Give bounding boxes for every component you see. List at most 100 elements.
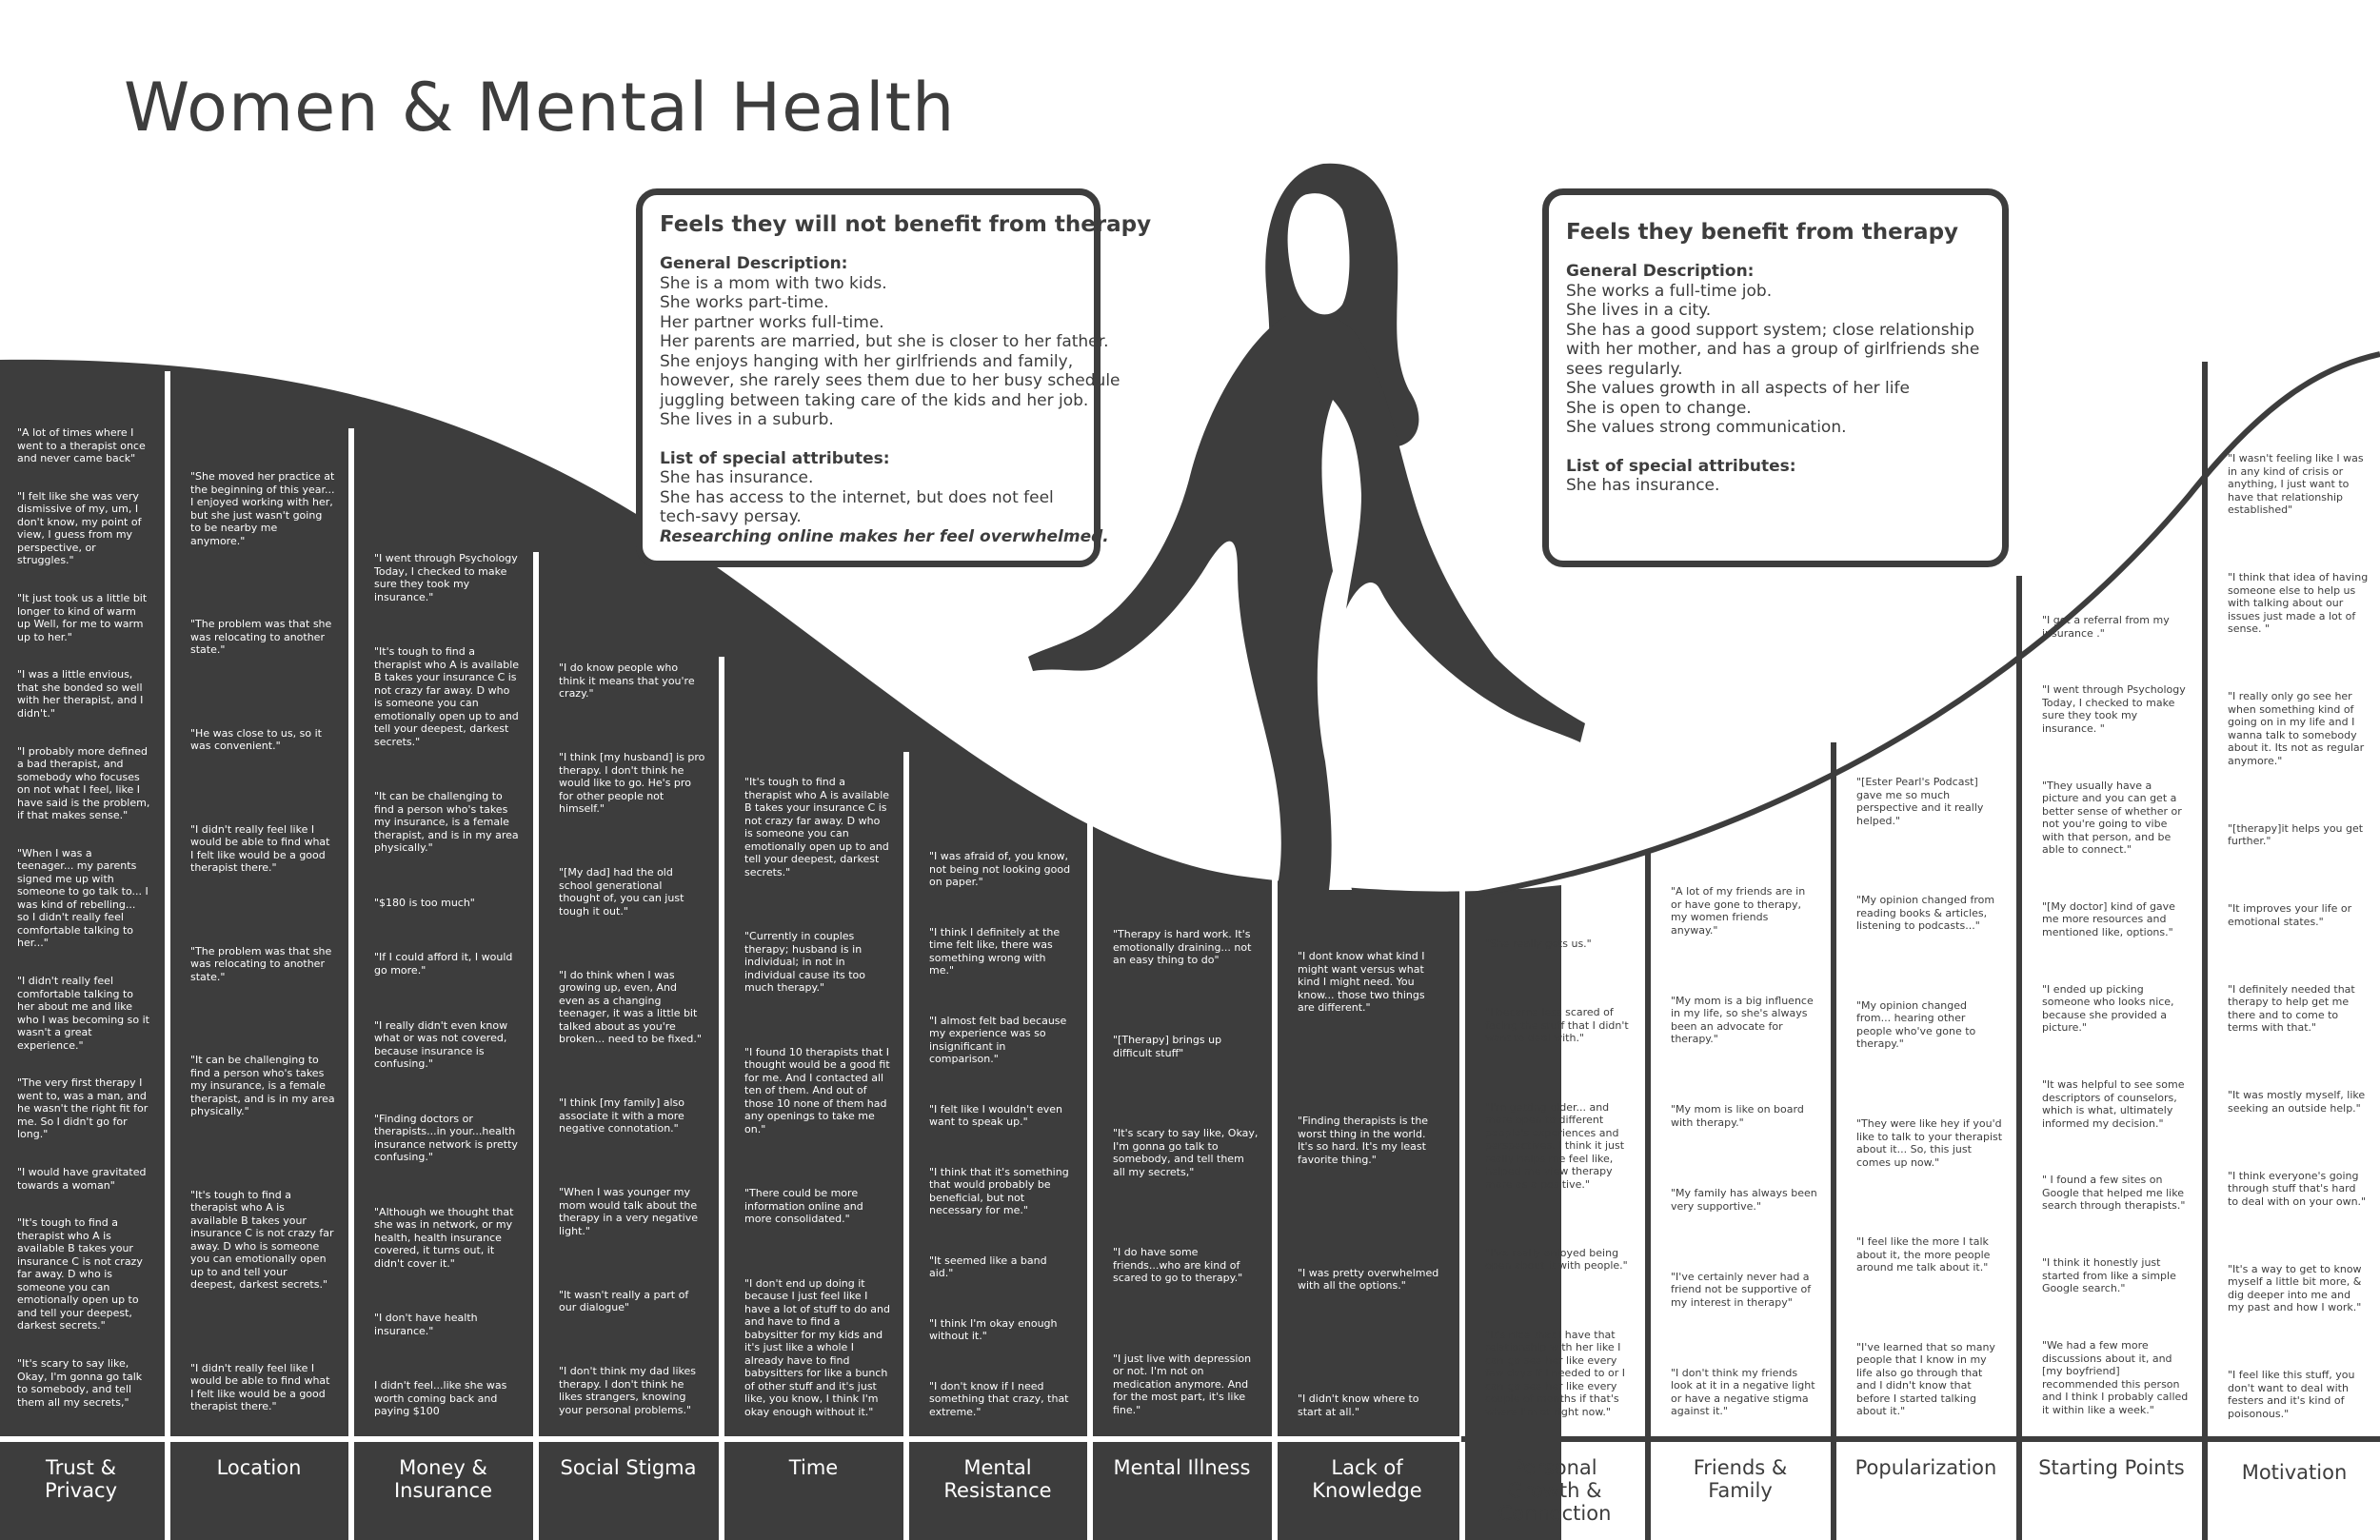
interview-quote: "It can be challenging to find a person … <box>190 1054 335 1118</box>
quote-list: "She really gets us.""I became less scar… <box>1466 938 1643 1418</box>
interview-quote: "I don't know if I need something that c… <box>929 1379 1069 1418</box>
column-label: Lack of Knowledge <box>1312 1456 1422 1502</box>
interview-quote: "I became less scared of facing the stuf… <box>1485 1006 1629 1045</box>
interview-quote: "I don't have health insurance." <box>374 1312 478 1337</box>
interview-quote: "It's scary to say like, Okay, I'm gonna… <box>17 1357 143 1409</box>
quote-list: "It's tough to find a therapist who A is… <box>725 776 902 1418</box>
interview-quote: "My opinion changed from reading books &… <box>1856 894 1995 933</box>
column-label: Time <box>788 1456 839 1479</box>
theme-column: "A lot of times where I went to a therap… <box>0 0 162 1540</box>
theme-column: "I got a referral from my insurance ." "I… <box>2023 0 2200 1540</box>
description-line: sees regularly. <box>1566 359 1683 379</box>
interview-quote: "I was a little envious, that she bonded… <box>17 668 144 720</box>
interview-quote: "It can be challenging to find a person … <box>374 790 519 855</box>
theme-column: "I went through Psychology Today, I chec… <box>355 0 531 1540</box>
interview-quote: "I went through Psychology Today, I chec… <box>2042 683 2186 735</box>
quote-list: "I wasn't feeling like I was in any kind… <box>2209 452 2380 1420</box>
quote-list: "A lot of my friends are in or have gone… <box>1652 885 1829 1418</box>
column-label: Mental Resistance <box>943 1456 1052 1502</box>
theme-column: "She really gets us.""I became less scar… <box>1466 0 1643 1540</box>
theme-column: "I wasn't feeling like I was in any kind… <box>2209 0 2380 1540</box>
interview-quote: "I really only go see her when something… <box>2228 690 2365 767</box>
description-line: She is a mom with two kids. <box>660 273 887 293</box>
interview-quote: "I felt like I wouldn't even want to spe… <box>929 1102 1062 1129</box>
interview-quote: "[Therapy] brings up difficult stuff" <box>1113 1034 1222 1059</box>
theme-column: "I do know people who think it means tha… <box>540 0 717 1540</box>
interview-quote: "It was helpful to see some descriptors … <box>2042 1078 2185 1130</box>
column-label: Mental Illness <box>1113 1456 1251 1479</box>
interview-quote: "It was mostly myself, like seeking an o… <box>2228 1089 2366 1115</box>
interview-quote: "I just live with depression or not. I'm… <box>1113 1352 1252 1416</box>
interview-quote: "[My doctor] kind of gave me more resour… <box>2042 899 2175 938</box>
interview-quote: "I almost felt bad because my experience… <box>929 1014 1067 1066</box>
column-label: Friends & Family <box>1693 1456 1788 1502</box>
interview-quote: "When I was younger my mom would talk ab… <box>559 1186 698 1237</box>
interview-quote: "There could be more information online … <box>744 1187 863 1225</box>
interview-quote: "I ended up picking someone who looks ni… <box>2042 982 2174 1035</box>
light-wave-line <box>1460 351 2380 899</box>
interview-quote: "It's a way to get to know myself a litt… <box>2228 1262 2362 1314</box>
interview-quote: "I wasn't feeling like I was in any kind… <box>2228 452 2364 516</box>
interview-quote: "[Ester Pearl's Podcast] gave me so much… <box>1856 776 1984 827</box>
page-title: Women & Mental Health <box>124 69 956 147</box>
attribute-line: tech-savy persay. <box>660 507 802 526</box>
quote-list: "She moved her practice at the beginning… <box>171 470 347 1413</box>
interview-quote: "I've certainly never had a friend not b… <box>1671 1270 1812 1309</box>
interview-quote: "I dont know what kind I might want vers… <box>1298 950 1425 1014</box>
persona-heading: Feels they will not benefit from therapy <box>660 212 1152 237</box>
interview-quote: "My mom is like on board with therapy." <box>1671 1103 1804 1129</box>
interview-quote: "It's tough to find a therapist who A is… <box>17 1216 143 1333</box>
persona-heading: Feels they benefit from therapy <box>1566 220 1959 245</box>
interview-quote: "He was close to us, so it was convenien… <box>190 726 322 753</box>
interview-quote: "I definitely needed that therapy to hel… <box>2228 982 2355 1035</box>
attribute-line: She has access to the internet, but does… <box>660 487 1054 507</box>
interview-quote: "I think that it's something that would … <box>929 1165 1069 1217</box>
interview-quote: "I was afraid of, you know, not being no… <box>929 850 1071 888</box>
theme-column: "Therapy is hard work. It's emotionally … <box>1094 0 1270 1540</box>
attribute-line: She has insurance. <box>1566 476 1720 495</box>
interview-quote: "It's nice that I have that relationship… <box>1485 1328 1626 1418</box>
interview-quote: "The problem was that she was relocating… <box>190 944 332 983</box>
interview-quote: "I don't end up doing it because I just … <box>744 1276 890 1418</box>
interview-quote: "We had a few more discussions about it,… <box>2042 1339 2189 1416</box>
interview-quote: "Finding therapists is the worst thing i… <box>1298 1115 1429 1166</box>
quote-list: "[Ester Pearl's Podcast] gave me so much… <box>1837 776 2014 1418</box>
interview-quote: "A lot of my friends are in or have gone… <box>1671 885 1806 937</box>
description-line: She values growth in all aspects of her … <box>1566 379 1910 398</box>
interview-quote: "I think [my husband] is pro therapy. I … <box>559 751 705 815</box>
column-label: Personal Growth & Connection <box>1497 1456 1612 1525</box>
interview-quote: "It just took us a little bit longer to … <box>17 592 148 643</box>
description-line: She has a good support system; close rel… <box>1566 320 1974 340</box>
interview-quote: "I got a referral from my insurance ." <box>2042 614 2170 640</box>
theme-column: "A lot of my friends are in or have gone… <box>1652 0 1829 1540</box>
interview-quote: "I feel like this stuff, you don't want … <box>2228 1369 2355 1420</box>
persona-card-no-benefit: Feels they will not benefit from therapy… <box>636 188 1152 567</box>
interview-quote: "I would have gravitated towards a woman… <box>17 1166 147 1192</box>
column-label: Trust & Privacy <box>44 1456 118 1502</box>
interview-quote: " I found a few sites on Google that hel… <box>2042 1174 2186 1213</box>
interview-quote: "I do think when I was growing up, even,… <box>559 968 702 1046</box>
column-label: Money & Insurance <box>393 1456 493 1502</box>
quote-list: "I got a referral from my insurance ." "I… <box>2023 614 2200 1416</box>
description-line: She works a full-time job. <box>1566 281 1773 301</box>
description-label: General Description: <box>1566 262 1755 281</box>
interview-quote: "I think I'm okay enough without it." <box>929 1316 1058 1343</box>
interview-quote: "I really didn't even know what or was n… <box>374 1018 508 1071</box>
dark-wave-shape <box>0 359 1561 1540</box>
column-label: Popularization <box>1854 1456 1997 1479</box>
interview-quote: "The very first therapy I went to, was a… <box>17 1076 149 1141</box>
interview-quote: "I'm getting older... and more open to d… <box>1485 1100 1625 1191</box>
theme-column: "I was afraid of, you know, not being no… <box>910 0 1085 1540</box>
attributes-label: List of special attributes: <box>660 448 890 468</box>
interview-quote: "I do know people who think it means tha… <box>559 661 695 700</box>
description-line: She enjoys hanging with her girlfriends … <box>660 351 1074 371</box>
interview-quote: "I found 10 therapists that I thought wo… <box>744 1045 890 1135</box>
interview-quote: "Currently in couples therapy; husband i… <box>744 930 866 994</box>
interview-quote: "Finding doctors or therapists...in your… <box>374 1112 518 1164</box>
interview-quote: "They were like hey if you'd like to tal… <box>1856 1117 2003 1169</box>
interview-quote: "They usually have a picture and you can… <box>2042 779 2182 857</box>
interview-quote: "I think it honestly just started from l… <box>2042 1256 2176 1295</box>
interview-quote: "My family has always been very supporti… <box>1671 1187 1817 1213</box>
attributes-list: She has insurance.She has access to the … <box>660 468 1077 527</box>
